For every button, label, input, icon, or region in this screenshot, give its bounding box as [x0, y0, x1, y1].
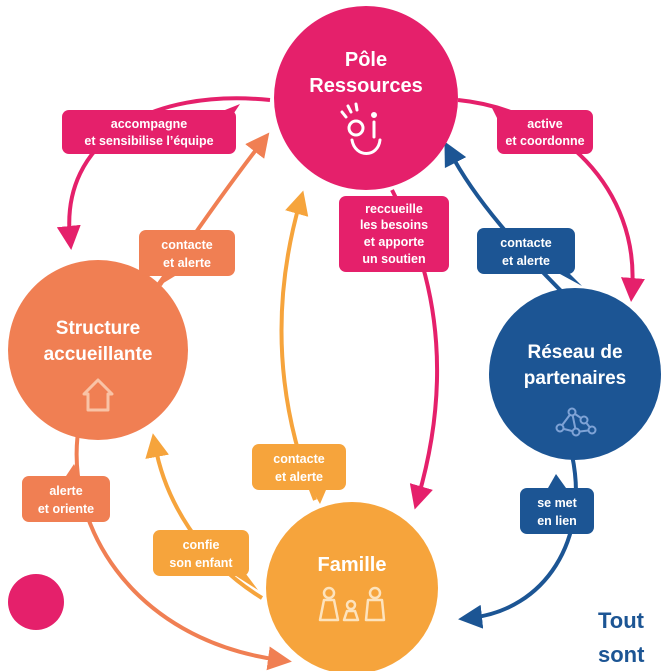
decorative-dot: [8, 574, 64, 630]
node-reseau-title-line1: Réseau de: [527, 342, 622, 363]
node-pole-ressources: Pôle Ressources: [274, 6, 458, 190]
label-se-met: se met en lien: [520, 474, 594, 534]
label-active: active et coordonne: [490, 104, 593, 154]
node-pole-title-line2: Ressources: [309, 75, 422, 97]
label-contacte-famille: contacte et alerte: [252, 444, 346, 504]
label-alerte-oriente-line1: alerte: [49, 484, 82, 498]
label-accompagne-line1: accompagne: [111, 117, 187, 131]
label-active-line2: et coordonne: [505, 134, 584, 148]
footer-caption: Tout sont: [598, 604, 666, 672]
label-confie-line2: son enfant: [169, 556, 233, 570]
label-recueille-line1: reccueille: [365, 202, 423, 216]
network-icon: [555, 407, 597, 437]
label-contacte-famille-line2: et alerte: [275, 470, 323, 484]
node-famille: Famille: [266, 502, 438, 671]
label-recueille-line3: et apporte: [364, 235, 424, 249]
label-recueille: reccueille les besoins et apporte un sou…: [339, 196, 449, 272]
label-accompagne-line2: et sensibilise l’équipe: [84, 134, 213, 148]
label-se-met-line2: en lien: [537, 514, 577, 528]
footer-caption-line2: sont: [598, 642, 645, 667]
house-icon: [82, 378, 114, 412]
label-confie: confie son enfant: [153, 530, 258, 590]
arrow-famille-to-structure: [145, 433, 264, 600]
label-recueille-line4: un soutien: [362, 252, 425, 266]
label-recueille-line2: les besoins: [360, 218, 428, 232]
label-alerte-oriente: alerte et oriente: [22, 464, 110, 522]
footer-caption-line1: Tout: [598, 608, 645, 633]
label-contacte-famille-line1: contacte: [273, 452, 324, 466]
node-pole-title-line1: Pôle: [345, 49, 387, 71]
family-icon: [318, 586, 386, 622]
label-confie-line1: confie: [183, 538, 220, 552]
label-contacte-structure-line2: et alerte: [163, 256, 211, 270]
label-contacte-reseau: contacte et alerte: [477, 228, 582, 286]
label-contacte-reseau-line1: contacte: [500, 236, 551, 250]
node-famille-title: Famille: [318, 554, 387, 576]
pole-logo-icon: [340, 102, 382, 155]
node-structure-title-line2: accueillante: [44, 344, 153, 365]
label-accompagne: accompagne et sensibilise l’équipe: [62, 104, 240, 154]
label-contacte-reseau-line2: et alerte: [502, 254, 550, 268]
label-contacte-structure: contacte et alerte: [139, 230, 235, 290]
arrow-reseau-to-famille: [458, 454, 578, 629]
label-alerte-oriente-line2: et oriente: [38, 502, 94, 516]
node-reseau-partenaires: Réseau de partenaires: [489, 288, 661, 460]
node-structure-title-line1: Structure: [56, 318, 140, 339]
arrow-reseau-to-pole: [444, 141, 572, 302]
node-structure-accueillante: Structure accueillante: [8, 260, 188, 440]
node-reseau-title-line2: partenaires: [524, 368, 626, 389]
label-contacte-structure-line1: contacte: [161, 238, 212, 252]
label-active-line1: active: [527, 117, 562, 131]
arrow-structure-to-famille: [74, 419, 292, 671]
label-se-met-line1: se met: [537, 496, 577, 510]
